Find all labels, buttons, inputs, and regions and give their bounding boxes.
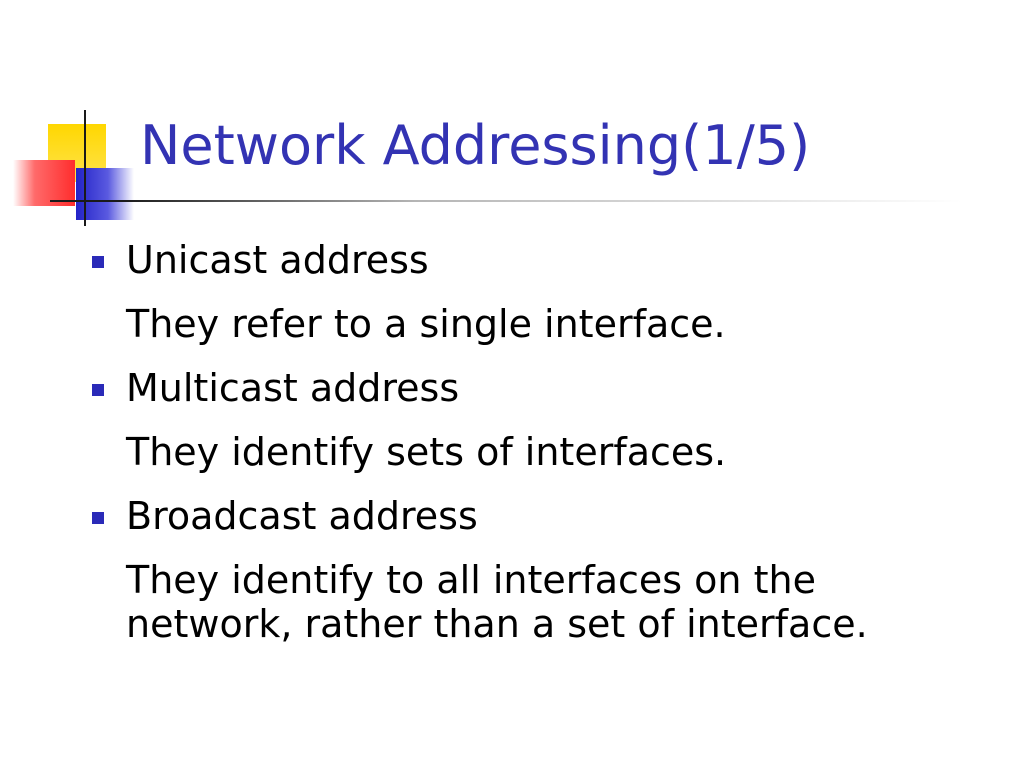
title-underline xyxy=(50,200,962,202)
vertical-rule xyxy=(84,110,86,226)
bullet-description: They identify sets of interfaces. xyxy=(126,430,727,474)
bullet-square-icon xyxy=(92,512,104,524)
bullet-heading: Unicast address xyxy=(126,238,429,282)
list-item: Broadcast address xyxy=(90,494,990,538)
decorative-logo-icon xyxy=(0,0,160,240)
list-item: Unicast address xyxy=(90,238,990,282)
list-item-description: They refer to a single interface. xyxy=(90,302,990,346)
slide-title: Network Addressing(1/5) xyxy=(140,114,811,177)
bullet-heading: Broadcast address xyxy=(126,494,478,538)
bullet-square-icon xyxy=(92,384,104,396)
bullet-description: They refer to a single interface. xyxy=(126,302,726,346)
list-item: Multicast address xyxy=(90,366,990,410)
bullet-description: They identify to all interfaces on the n… xyxy=(126,558,868,646)
bullet-heading: Multicast address xyxy=(126,366,460,410)
list-item-description: They identify sets of interfaces. xyxy=(90,430,990,474)
red-square-icon xyxy=(13,160,75,206)
bullet-square-icon xyxy=(92,256,104,268)
slide-content: Unicast address They refer to a single i… xyxy=(90,238,990,666)
list-item-description: They identify to all interfaces on the n… xyxy=(90,558,990,646)
